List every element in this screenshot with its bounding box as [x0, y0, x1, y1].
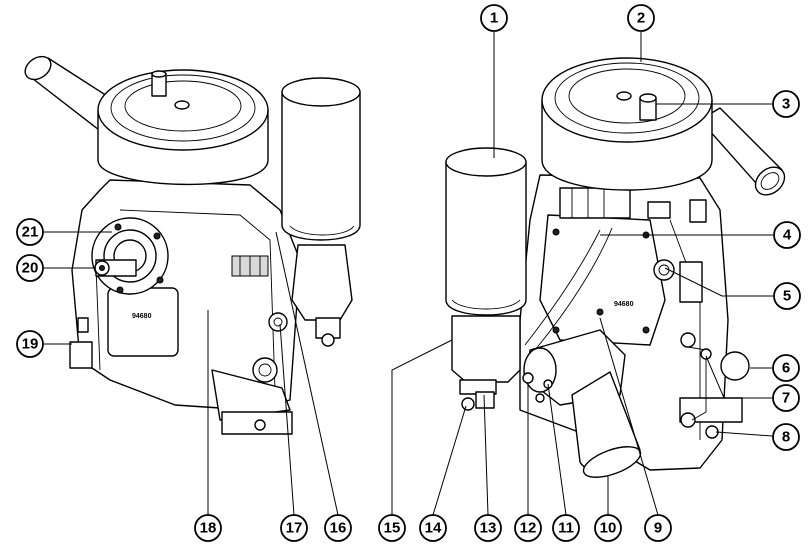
- leader-13: [483, 394, 489, 516]
- callout-17-label: 17: [286, 520, 303, 537]
- leader-11: [547, 383, 567, 516]
- callout-20-label: 20: [22, 260, 39, 277]
- callout-12-label: 12: [520, 520, 537, 537]
- callout-7: 7: [772, 384, 800, 412]
- callouts: 1 2 3 4 5 6 7 8: [16, 4, 801, 542]
- left-flange: [91, 217, 169, 295]
- right-engine-marking: 94680: [614, 301, 634, 308]
- callout-8: 8: [772, 423, 800, 451]
- callout-9-label: 9: [654, 520, 662, 537]
- callout-16-label: 16: [330, 520, 347, 537]
- callout-19-label: 19: [22, 336, 39, 353]
- callout-21: 21: [16, 218, 44, 246]
- callout-21-label: 21: [22, 224, 39, 241]
- callout-6-label: 6: [782, 360, 790, 377]
- callout-10: 10: [594, 514, 622, 542]
- right-fuel-filter: [445, 147, 527, 411]
- callout-13: 13: [474, 514, 502, 542]
- left-fuel-filter: [281, 77, 361, 347]
- callout-5-label: 5: [783, 288, 791, 305]
- right-intake-pipe: [699, 107, 786, 196]
- leader-9: [599, 317, 659, 516]
- right-air-cleaner: [541, 57, 713, 191]
- callout-3-label: 3: [782, 96, 790, 113]
- right-engine-body: 94680: [519, 174, 750, 471]
- callout-4: 4: [773, 221, 801, 249]
- callout-19: 19: [16, 330, 44, 358]
- callout-4-label: 4: [783, 227, 792, 244]
- leader-8: [715, 431, 773, 437]
- callout-14: 14: [419, 514, 447, 542]
- callout-11: 11: [552, 514, 580, 542]
- callout-3: 3: [772, 90, 800, 118]
- callout-18-label: 18: [200, 520, 217, 537]
- callout-15-label: 15: [384, 520, 401, 537]
- callout-15: 15: [378, 514, 406, 542]
- callout-18: 18: [194, 514, 222, 542]
- leader-15: [391, 339, 453, 515]
- leader-lines: [44, 32, 773, 516]
- leader-14: [432, 405, 467, 516]
- callout-14-label: 14: [425, 520, 442, 537]
- callout-16: 16: [324, 514, 352, 542]
- callout-5: 5: [773, 282, 801, 310]
- callout-1-label: 1: [490, 10, 498, 27]
- callout-12: 12: [514, 514, 542, 542]
- right-starter-motor: [522, 329, 642, 478]
- left-engine-view: 94680: [24, 55, 361, 435]
- callout-11-label: 11: [558, 520, 574, 537]
- callout-10-label: 10: [600, 520, 617, 537]
- callout-2: 2: [627, 4, 655, 32]
- callout-6: 6: [772, 354, 800, 382]
- callout-1: 1: [480, 4, 508, 32]
- callout-20: 20: [16, 254, 44, 282]
- leader-5: [664, 267, 773, 297]
- callout-7-label: 7: [782, 390, 790, 407]
- right-engine-view: 94680: [445, 57, 786, 478]
- leader-16: [275, 231, 339, 516]
- callout-8-label: 8: [782, 429, 790, 446]
- leader-17: [279, 323, 295, 516]
- callout-2-label: 2: [637, 10, 645, 27]
- callout-9: 9: [644, 514, 672, 542]
- callout-17: 17: [280, 514, 308, 542]
- left-engine-marking: 94680: [132, 313, 152, 320]
- callout-13-label: 13: [480, 520, 497, 537]
- leader-7: [705, 355, 772, 399]
- left-air-cleaner: [97, 69, 269, 186]
- left-engine-body: 94680: [69, 179, 301, 435]
